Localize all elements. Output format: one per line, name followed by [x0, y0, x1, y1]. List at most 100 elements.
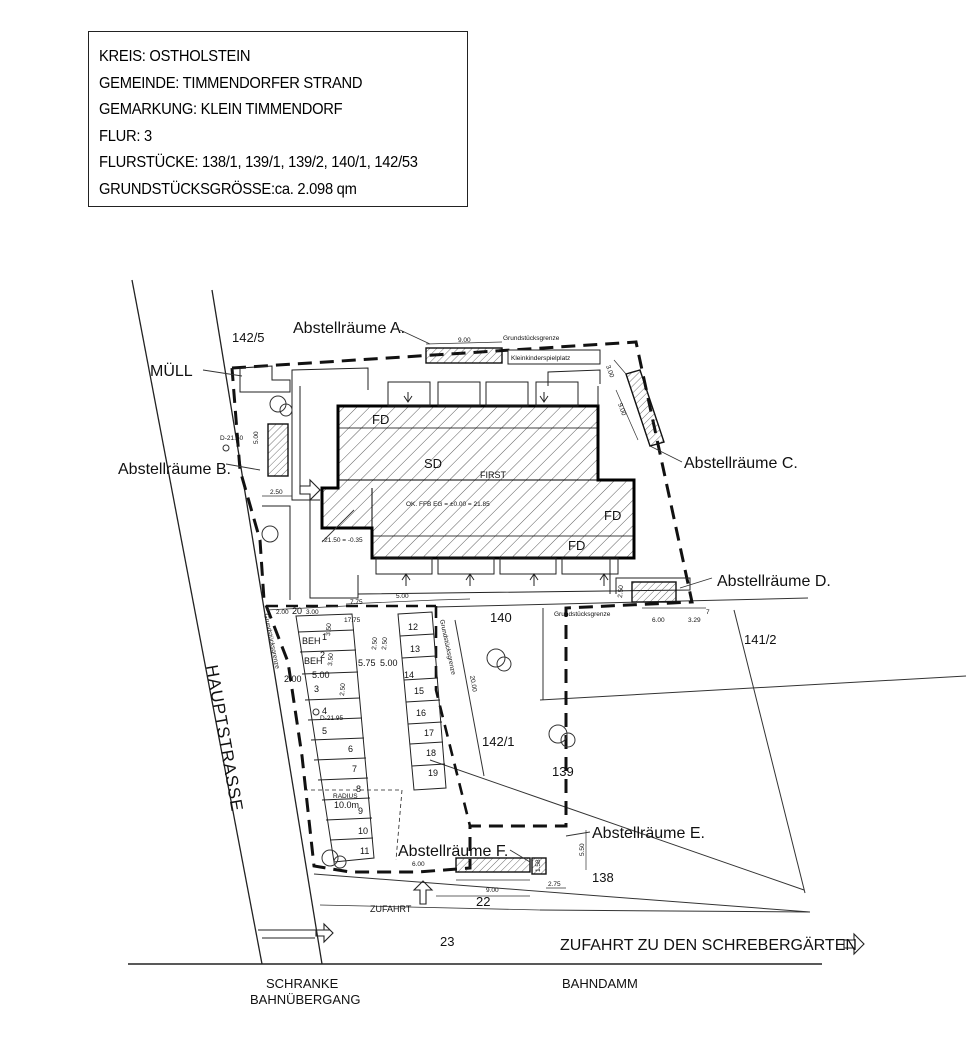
label-radius-val: 10.0m: [334, 800, 359, 810]
muell-enclosure: [239, 365, 291, 393]
label-parcel-140: 140: [490, 610, 512, 625]
spiel-box: [547, 369, 601, 386]
trees: [222, 395, 576, 869]
parcel-line-141: [539, 675, 967, 701]
parking-right: [397, 611, 447, 791]
svg-text:5.00: 5.00: [380, 658, 398, 668]
svg-text:3.50: 3.50: [325, 623, 333, 637]
inner-boundary: [434, 606, 472, 827]
parcel-line-bottom: [539, 909, 811, 913]
balcony-top-2: [437, 381, 481, 407]
footpath-2: [291, 384, 320, 501]
balcony-bot-2: [437, 557, 495, 575]
label-parcel-142-1: 142/1: [482, 734, 515, 749]
parking-right-19: 19: [428, 768, 438, 778]
parking-left-6: 6: [348, 744, 353, 754]
svg-text:20.00: 20.00: [468, 675, 478, 693]
parking-left-num-2: 2: [320, 650, 325, 660]
label-parcel-139: 139: [552, 764, 574, 779]
label-parcel-23: 23: [440, 934, 454, 949]
label-grenze-left: Grundstücksgrenze: [262, 613, 281, 670]
storage-e: [531, 857, 547, 875]
storage-f: [455, 857, 531, 873]
road-edge-right: [211, 289, 323, 965]
label-spielplatz: Kleinkinderspielplatz: [511, 355, 570, 362]
parking-left-5: 5: [322, 726, 327, 736]
svg-text:6.00: 6.00: [652, 617, 665, 624]
storage-c: [625, 369, 665, 447]
parking-left-1: BEH: [302, 636, 321, 646]
footpath-6: [357, 577, 691, 595]
parcel-line-138: [313, 873, 811, 913]
svg-text:3.50: 3.50: [327, 653, 335, 667]
parking-right-17: 17: [424, 728, 434, 738]
svg-text:2.00: 2.00: [276, 609, 289, 616]
label-fd-right: FD: [604, 508, 621, 523]
parking-left-2: BEH: [304, 656, 323, 666]
svg-text:2.50: 2.50: [371, 637, 379, 651]
label-abstell-b: Abstellräume B.: [118, 461, 231, 478]
label-abstell-a: Abstellräume A.: [293, 320, 405, 337]
info-gemarkung: GEMARKUNG: KLEIN TIMMENDORF: [99, 101, 343, 118]
svg-text:2.50: 2.50: [617, 585, 625, 599]
label-level-left: -21.50 = -0.35: [322, 537, 363, 544]
footpath: [291, 367, 369, 390]
svg-text:2.00: 2.00: [284, 674, 302, 684]
label-first: FIRST: [480, 470, 507, 480]
road-edge-left: [131, 279, 263, 965]
label-parcel-138: 138: [592, 870, 614, 885]
label-parcel-141-2: 141/2: [744, 632, 777, 647]
label-fd-top: FD: [372, 412, 389, 427]
main-building: [320, 404, 636, 560]
label-sd: SD: [424, 456, 442, 471]
label-zufahrt: ZUFAHRT: [370, 904, 412, 914]
balcony-bot-1: [375, 557, 433, 575]
svg-text:17.75: 17.75: [344, 617, 361, 624]
label-hauptstrasse: HAUPTSTRASSE: [202, 663, 247, 813]
svg-text:2.75: 2.75: [548, 881, 561, 888]
info-flur: FLUR: 3: [99, 127, 152, 145]
parking-right-labels: 12 13 14 15 16 17 18 19: [404, 622, 438, 778]
leader-lines: [202, 329, 713, 863]
label-grenze-top: Grundstücksgrenze: [503, 335, 560, 342]
parking-left-8: 8: [356, 784, 361, 794]
info-flurstuecke: FLURSTÜCKE: 138/1, 139/1, 139/2, 140/1, …: [99, 154, 418, 171]
label-schranke: SCHRANKE: [266, 976, 339, 991]
balcony-bot-3: [499, 557, 557, 575]
svg-text:5.75: 5.75: [358, 658, 376, 668]
balcony-top-3: [485, 381, 529, 407]
info-gemeinde: GEMEINDE: TIMMENDORFER STRAND: [99, 74, 363, 92]
svg-text:5.00: 5.00: [396, 593, 409, 600]
parking-right-15: 15: [414, 686, 424, 696]
svg-text:6.00: 6.00: [412, 861, 425, 868]
label-bahndamm: BAHNDAMM: [562, 976, 638, 991]
label-abstell-d: Abstellräume D.: [717, 573, 831, 590]
label-fd-bottom: FD: [568, 538, 585, 553]
label-grenze-mid: Grundstücksgrenze: [554, 611, 611, 618]
parking-left: [295, 613, 375, 863]
storage-b: [267, 423, 289, 477]
radius-box: [304, 789, 403, 861]
parking-right-13: 13: [410, 644, 420, 654]
parking-left-4: 4: [322, 706, 327, 716]
svg-text:2.50: 2.50: [339, 683, 347, 697]
svg-text:2.50: 2.50: [270, 489, 283, 496]
parcel-line-140: [434, 597, 809, 608]
parking-left-3: 3: [314, 684, 319, 694]
label-ok-feb: OK. FFB EG = ±0.00 = 21.85: [406, 501, 490, 508]
info-kreis: KREIS: OSTHOLSTEIN: [99, 48, 251, 65]
dimension-texts: 9.00 3.00 9.00 5.00 2.50 7.75 5.00 2.50 …: [253, 337, 710, 894]
label-muell: MÜLL: [150, 362, 193, 380]
spielplatz-box: [507, 349, 601, 365]
svg-text:7: 7: [706, 609, 710, 616]
dimension-lines: [262, 341, 706, 897]
parking-right-14: 14: [404, 670, 414, 680]
storage-a: [425, 347, 503, 364]
parking-left-9: 9: [358, 806, 363, 816]
label-radius: RADIUS: [333, 793, 358, 800]
parking-left-labels: BEH 1 BEH 2 3 4 5 6 7 8 9 10 11: [302, 632, 369, 856]
svg-text:9.00: 9.00: [486, 887, 499, 894]
parking-right-12: 12: [408, 622, 418, 632]
svg-text:5.50: 5.50: [579, 843, 586, 856]
